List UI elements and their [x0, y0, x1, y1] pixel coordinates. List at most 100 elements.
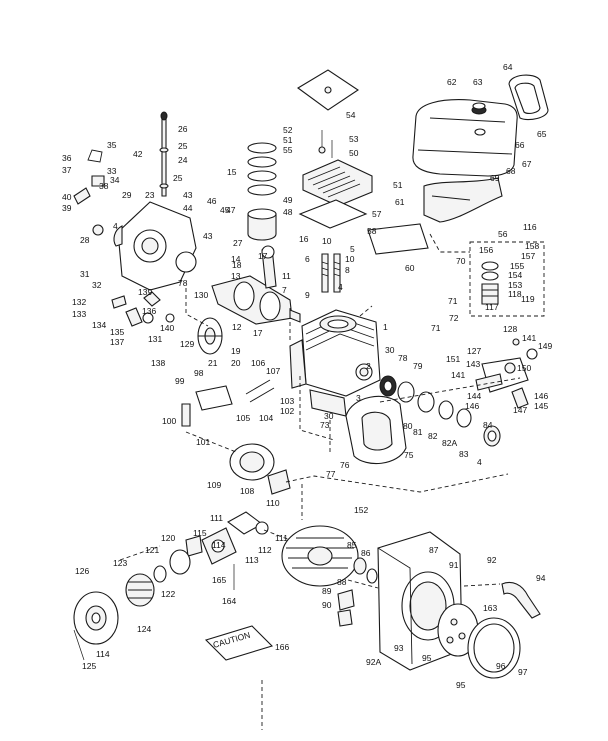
part-number-label: 113	[245, 555, 259, 565]
part-number-label: 30	[385, 345, 395, 355]
part-number-label: 117	[485, 302, 499, 312]
part-number-label: 72	[449, 313, 459, 323]
part-number-label: 15	[227, 167, 237, 177]
part-number-label: 43	[203, 231, 213, 241]
part-number-label: 86	[361, 548, 371, 558]
part-number-label: 64	[503, 62, 513, 72]
part-number-label: 119	[521, 294, 535, 304]
part-number-label: 87	[429, 545, 439, 555]
part-number-label: 30	[324, 411, 334, 421]
part-number-label: 28	[80, 235, 90, 245]
assembly-guide-lines	[119, 233, 521, 730]
filter-kit-box	[469, 241, 545, 317]
part-number-label: 73	[320, 420, 330, 430]
part-number-label: 102	[280, 406, 294, 416]
part-number-label: 151	[446, 354, 460, 364]
caution-decal: CAUTION	[204, 625, 274, 661]
part-number-label: 92	[487, 555, 497, 565]
part-number-label: 48	[283, 207, 293, 217]
part-number-label: 147	[513, 405, 527, 415]
part-number-label: 24	[178, 155, 188, 165]
part-number-label: 88	[337, 577, 347, 587]
part-number-label: 81	[413, 427, 423, 437]
part-number-label: 32	[92, 280, 102, 290]
part-number-label: 13	[231, 271, 241, 281]
part-number-label: 79	[413, 361, 423, 371]
part-number-label: 129	[180, 339, 194, 349]
part-number-label: 101	[196, 437, 210, 447]
part-number-label: 36	[62, 153, 72, 163]
part-number-label: 166	[275, 642, 289, 652]
part-number-label: 137	[110, 337, 124, 347]
starter-cup	[229, 443, 291, 495]
part-number-label: 19	[231, 346, 241, 356]
part-number-label: 11	[282, 271, 291, 281]
crankshaft	[211, 245, 301, 325]
part-number-label: 46	[207, 196, 217, 206]
part-number-label: 35	[107, 140, 117, 150]
part-number-label: 146	[465, 401, 479, 411]
part-number-label: 134	[92, 320, 106, 330]
part-number-label: 82	[428, 431, 438, 441]
part-number-label: 61	[395, 197, 405, 207]
part-number-label: 8	[345, 265, 350, 275]
part-number-label: 43	[183, 190, 193, 200]
part-number-label: 44	[183, 203, 193, 213]
part-number-label: 70	[456, 256, 466, 266]
part-number-label: 10	[345, 254, 355, 264]
part-number-label: 95	[456, 680, 466, 690]
part-number-label: 158	[525, 241, 539, 251]
part-number-label: 92A	[366, 657, 381, 667]
part-number-label: 144	[467, 391, 481, 401]
part-number-label: 85	[347, 540, 357, 550]
part-number-label: 120	[161, 533, 175, 543]
part-number-label: 69	[490, 173, 500, 183]
part-number-label: 114	[212, 540, 226, 550]
part-number-label: 93	[394, 643, 404, 653]
piston-rings	[247, 142, 277, 241]
part-number-label: 163	[483, 603, 497, 613]
part-number-label: 104	[259, 413, 273, 423]
part-number-label: 121	[145, 545, 159, 555]
part-number-label: 25	[173, 173, 183, 183]
part-number-label: 4	[113, 221, 118, 231]
part-number-label: 126	[75, 566, 89, 576]
part-number-label: 127	[467, 346, 481, 356]
part-number-label: 17	[253, 328, 263, 338]
part-number-label: 71	[431, 323, 441, 333]
part-number-label: 33	[107, 166, 117, 176]
part-number-label: 150	[517, 363, 531, 373]
part-number-label: 165	[212, 575, 226, 585]
part-number-label: 103	[280, 396, 294, 406]
part-number-label: 82A	[442, 438, 457, 448]
part-number-label: 38	[99, 181, 109, 191]
part-number-label: 75	[404, 450, 414, 460]
guard-bracket	[337, 581, 541, 627]
part-number-label: 45	[220, 205, 230, 215]
part-number-label: 141	[522, 333, 536, 343]
part-number-label: 139	[138, 287, 152, 297]
part-number-label: 94	[536, 573, 546, 583]
part-number-label: 143	[466, 359, 480, 369]
part-number-label: 65	[537, 129, 547, 139]
part-number-label: 17	[258, 251, 268, 261]
part-number-label: 71	[448, 296, 458, 306]
rotating-screen	[437, 603, 521, 679]
part-number-label: 135	[110, 327, 124, 337]
part-number-label: 116	[523, 222, 537, 232]
part-number-label: 20	[231, 358, 241, 368]
part-number-label: 2	[366, 361, 371, 371]
part-number-label: 106	[251, 358, 265, 368]
part-number-label: 55	[283, 145, 293, 155]
part-number-label: 141	[451, 370, 465, 380]
part-number-label: 95	[422, 653, 432, 663]
mounting-flange	[345, 395, 407, 465]
crankcase-cover	[73, 149, 197, 291]
part-number-label: 6	[305, 254, 310, 264]
part-number-label: 89	[322, 586, 332, 596]
part-number-label: 47	[226, 205, 236, 215]
part-number-label: 154	[508, 270, 522, 280]
part-number-label: 164	[222, 596, 236, 606]
part-number-label: 58	[367, 226, 377, 236]
part-number-label: 42	[133, 149, 143, 159]
